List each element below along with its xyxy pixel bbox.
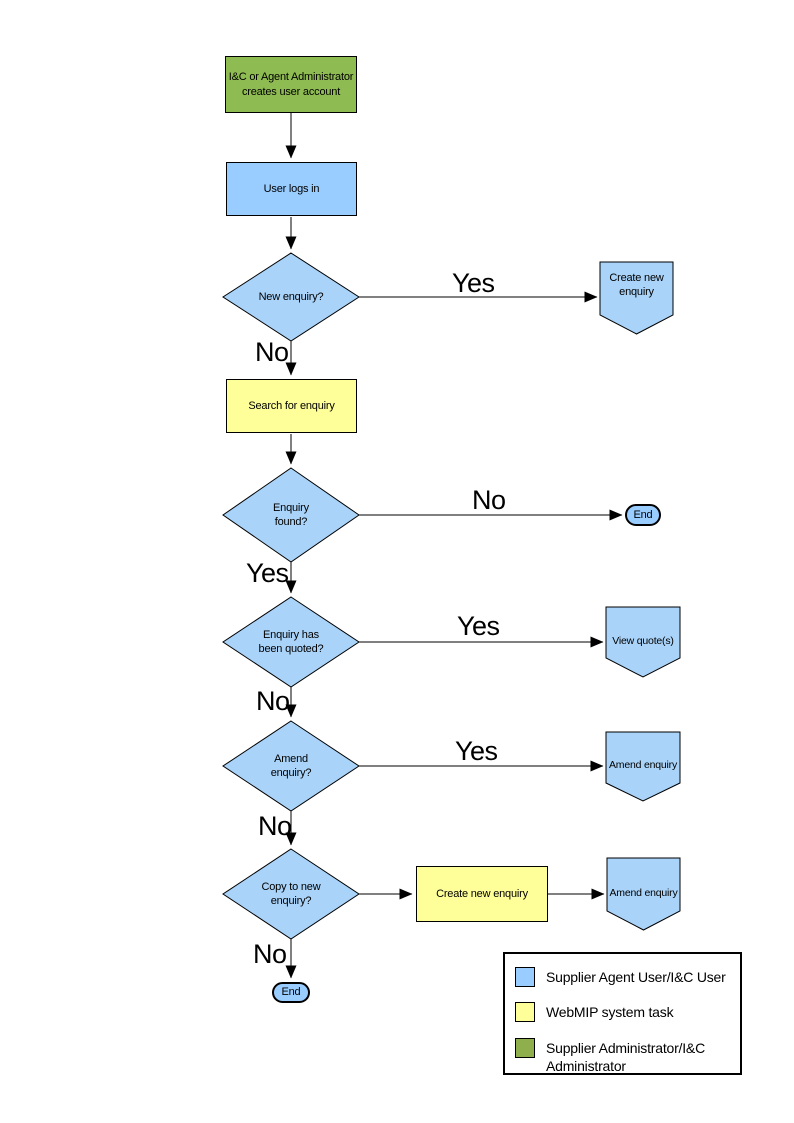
branch-label-copy-to-new-no: No: [253, 939, 287, 969]
process-user-logs-in: User logs in: [226, 162, 357, 216]
legend-label: Supplier Agent User/I&C User: [546, 969, 726, 985]
branch-label-enquiry-quoted-yes: Yes: [457, 611, 500, 641]
branch-label-enquiry-quoted-no: No: [256, 686, 290, 716]
legend-item-supplier-agent-user: Supplier Agent User/I&C User: [515, 967, 732, 987]
decision-amend-enquiry-shape: [222, 720, 360, 812]
legend-swatch-blue: [515, 967, 535, 987]
legend-item-webmip-system-task: WebMIP system task: [515, 1002, 732, 1022]
offpage-amend-enquiry-1-shape: [605, 731, 681, 802]
branch-label-new-enquiry-yes: Yes: [452, 268, 495, 298]
offpage-view-quotes-shape: [605, 606, 681, 678]
terminator-end-bottom: End: [272, 982, 310, 1003]
task-search-for-enquiry: Search for enquiry: [226, 379, 357, 433]
process-admin-creates-account: I&C or Agent Administrator creates user …: [225, 56, 357, 113]
branch-label-enquiry-found-yes: Yes: [246, 558, 289, 588]
offpage-amend-enquiry-2-shape: [606, 857, 681, 931]
decision-new-enquiry-shape: [222, 252, 360, 342]
decision-enquiry-found-shape: [222, 467, 360, 563]
task-create-new-enquiry: Create new enquiry: [416, 866, 548, 922]
offpage-create-new-enquiry-shape: [599, 261, 674, 335]
terminator-end-right: End: [625, 504, 661, 526]
legend-label: Supplier Administrator/I&C Administrator: [546, 1040, 705, 1074]
legend: Supplier Agent User/I&C User WebMIP syst…: [503, 952, 742, 1075]
branch-label-amend-enquiry-yes: Yes: [455, 736, 498, 766]
legend-swatch-green: [515, 1038, 535, 1058]
legend-item-supplier-administrator: Supplier Administrator/I&C Administrator: [515, 1038, 732, 1075]
branch-label-new-enquiry-no: No: [255, 337, 289, 367]
legend-swatch-yellow: [515, 1002, 535, 1022]
branch-label-enquiry-found-no: No: [472, 485, 506, 515]
decision-enquiry-quoted-shape: [222, 596, 360, 688]
branch-label-amend-enquiry-no: No: [258, 811, 292, 841]
legend-label: WebMIP system task: [546, 1004, 674, 1020]
decision-copy-to-new-shape: [222, 848, 360, 940]
